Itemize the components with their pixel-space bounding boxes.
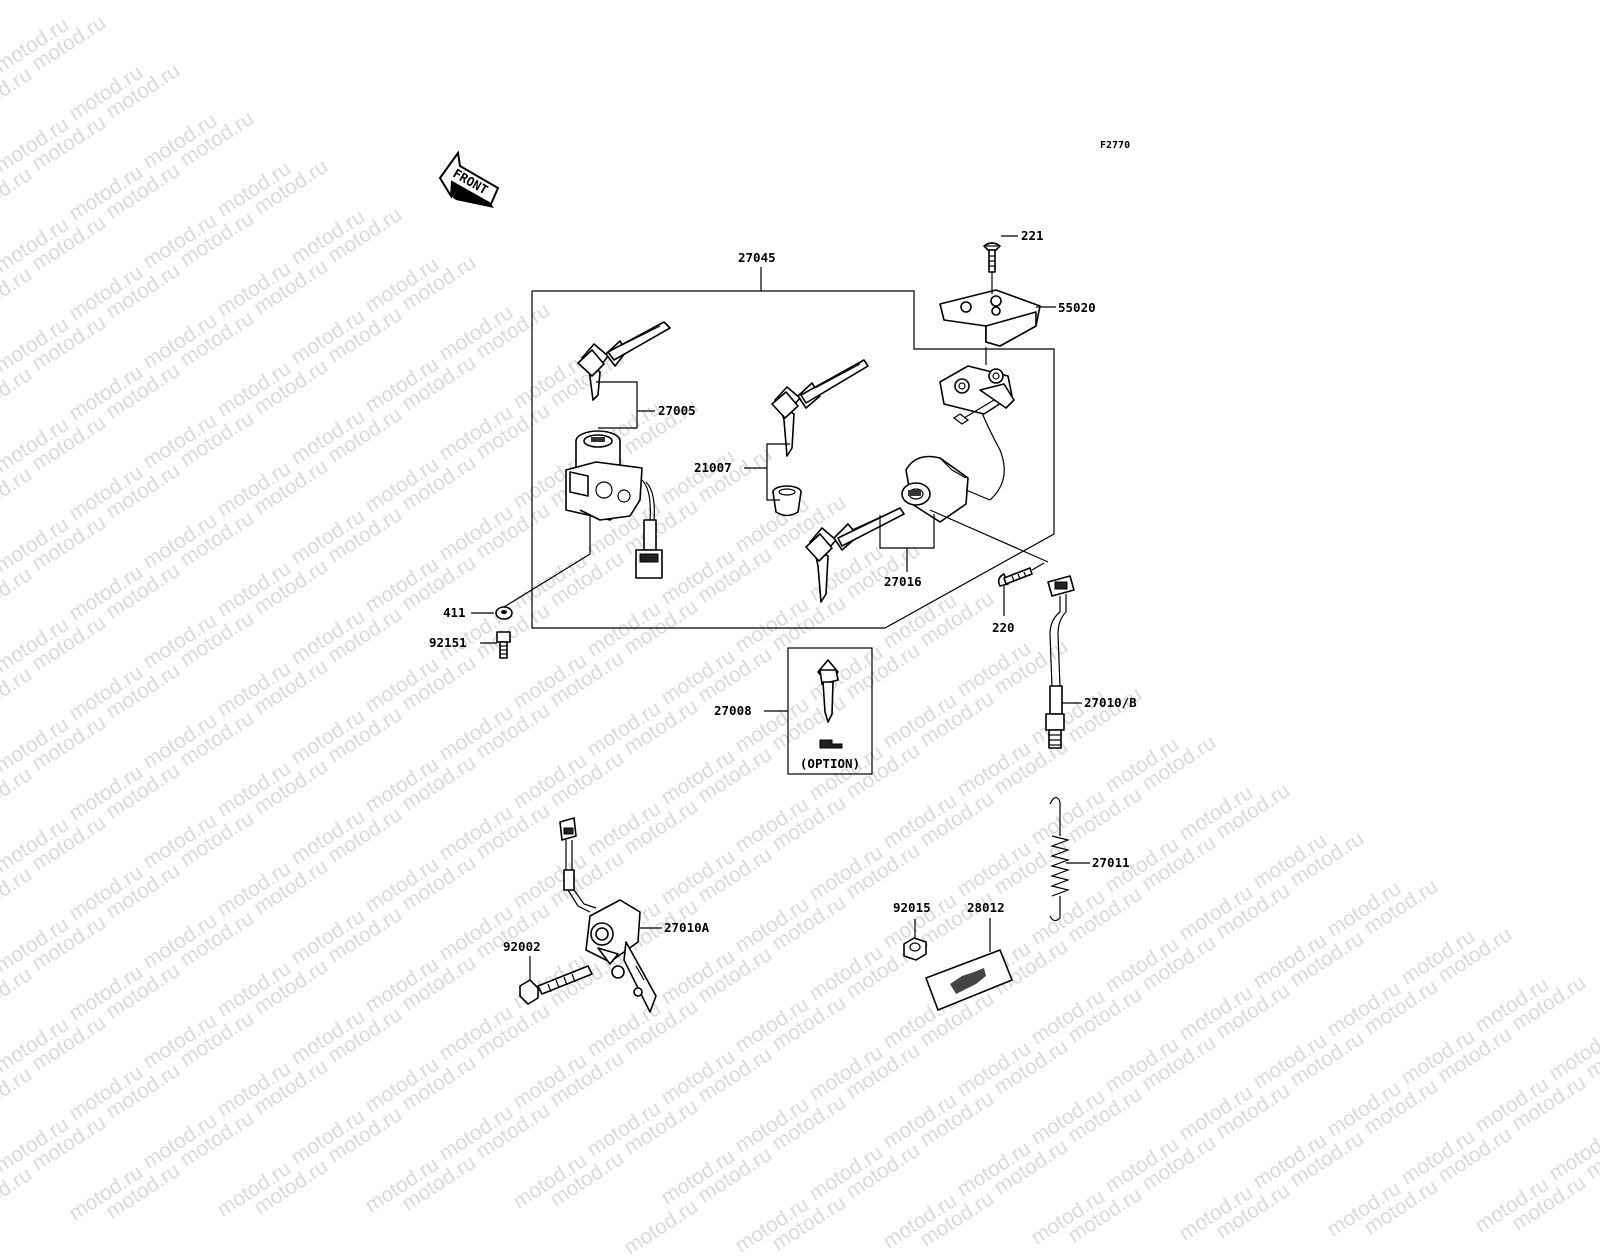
- figure-code: F2770: [1100, 140, 1130, 151]
- assembly-boundary: [531, 267, 1055, 629]
- plate-28012-icon: [925, 918, 1013, 1011]
- seat-lock-icon: [901, 407, 1005, 523]
- part-number-27008[interactable]: 27008: [714, 703, 752, 718]
- bolt-92151-icon: [480, 631, 511, 659]
- part-number-411[interactable]: 411: [443, 605, 466, 620]
- part-number-27005[interactable]: 27005: [658, 403, 696, 418]
- option-label: (OPTION): [800, 756, 860, 771]
- part-number-92002[interactable]: 92002: [503, 939, 541, 954]
- key-27016-icon: [805, 507, 905, 603]
- watermark-text: motod.ru: [620, 1194, 703, 1260]
- part-number-27045[interactable]: 27045: [738, 250, 776, 265]
- part-number-27011[interactable]: 27011: [1092, 855, 1130, 870]
- key-21007-icon: [771, 359, 869, 517]
- bracket-55020-icon: [939, 289, 1041, 347]
- key-27005-icon: [577, 321, 671, 401]
- parts-diagram: F2770 FRONT: [429, 140, 1137, 1013]
- spring-27011-icon: [1049, 796, 1090, 922]
- watermark-text: motod.ru: [731, 1192, 814, 1258]
- watermark-text: motod.ru: [768, 1190, 851, 1256]
- bolt-92002-icon: [519, 956, 593, 1005]
- washer-411-icon: [471, 514, 591, 620]
- part-number-27016[interactable]: 27016: [884, 574, 922, 589]
- switch-27010a-icon: [559, 817, 662, 1013]
- part-number-92151[interactable]: 92151: [429, 635, 467, 650]
- nut-92015-icon: [903, 919, 927, 961]
- part-number-27010b[interactable]: 27010/B: [1084, 695, 1137, 710]
- screw-220-icon: [997, 562, 1045, 616]
- front-arrow-icon: FRONT: [438, 150, 500, 208]
- part-number-220[interactable]: 220: [992, 620, 1015, 635]
- part-number-27010a[interactable]: 27010A: [664, 920, 710, 935]
- switch-holder-icon: [939, 347, 1015, 425]
- part-number-221[interactable]: 221: [1021, 228, 1044, 243]
- option-key-box: (OPTION): [764, 647, 873, 775]
- ignition-switch-icon: [565, 430, 663, 579]
- part-number-92015[interactable]: 92015: [893, 900, 931, 915]
- screw-221-icon: [983, 235, 1018, 294]
- switch-27010b-icon: [1045, 575, 1082, 749]
- part-number-21007[interactable]: 21007: [694, 460, 732, 475]
- part-number-55020[interactable]: 55020: [1058, 300, 1096, 315]
- part-number-28012[interactable]: 28012: [967, 900, 1005, 915]
